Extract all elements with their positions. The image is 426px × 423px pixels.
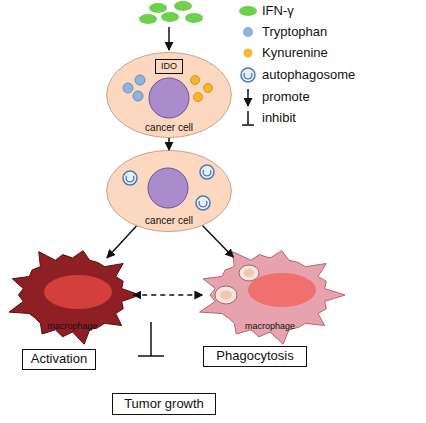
tryptophan-dot (135, 75, 145, 85)
ifn-gamma-molecule (149, 3, 167, 13)
legend-label: autophagosome (262, 67, 355, 83)
kynurenine-dot (191, 76, 200, 85)
ifn-gamma-molecule (161, 12, 179, 22)
cell-label: macrophage (195, 321, 345, 331)
phagosome (215, 286, 237, 304)
cell-membrane (107, 150, 232, 231)
box-label: Phagocytosis (216, 349, 293, 364)
legend-promote-sample (247, 89, 249, 106)
autophagosome (123, 171, 137, 185)
macrophage-cell: macrophage (5, 245, 140, 345)
legend-label: promote (262, 89, 310, 105)
interaction-arrow (133, 294, 202, 296)
legend-swatches (239, 6, 257, 58)
tryptophan-dot (133, 91, 143, 101)
box-label: IDO (161, 61, 177, 71)
promote-arrow (168, 138, 170, 150)
macrophage-nucleus (44, 275, 112, 309)
ifn-gamma-molecule (139, 14, 157, 24)
ifn-gamma-molecule (185, 13, 203, 23)
legend-label: Tryptophan (262, 24, 327, 40)
cancer-cell: cancer cell IDO (106, 52, 232, 138)
box-label: Activation (31, 352, 87, 367)
outcome-box: Activation (22, 349, 96, 370)
promote-arrow (203, 226, 234, 258)
cell-label: cancer cell (106, 122, 232, 134)
legend-swatch (244, 49, 253, 58)
inhibit-bar (138, 355, 164, 357)
autophagosome (196, 196, 210, 210)
ifn-gamma-cluster (139, 1, 203, 24)
phagosome (239, 265, 259, 281)
legend-autophagosome-sample (241, 68, 255, 82)
legend-label: inhibit (262, 110, 296, 126)
legend-inhibit-sample (247, 111, 249, 125)
inhibit-line (150, 322, 152, 356)
macrophage-nucleus (248, 273, 316, 307)
promote-arrow (168, 27, 170, 50)
cell-label: macrophage (5, 321, 140, 331)
kynurenine-dot (194, 93, 203, 102)
box-label: Tumor growth (124, 397, 204, 412)
legend-label: IFN-γ (262, 3, 294, 19)
macrophage-cell: macrophage (195, 245, 345, 345)
legend-inhibit-bar (242, 124, 254, 126)
engulfed-cell (220, 291, 232, 300)
cell-nucleus (148, 168, 188, 208)
autophagosome (200, 165, 214, 179)
engulfed-cell (244, 269, 255, 277)
legend-swatch (243, 27, 253, 37)
outcome-box: Tumor growth (112, 393, 216, 415)
enzyme-box: IDO (155, 59, 183, 74)
cell-label: cancer cell (106, 215, 232, 227)
kynurenine-dot (204, 84, 213, 93)
cell-nucleus (149, 78, 189, 118)
tryptophan-dot (123, 83, 133, 93)
promote-arrow (107, 226, 137, 258)
cell-membrane (107, 52, 232, 137)
outcome-box: Phagocytosis (203, 346, 307, 367)
legend-swatch (239, 6, 257, 16)
ifn-gamma-molecule (174, 1, 192, 11)
legend-label: Kynurenine (262, 45, 328, 61)
cancer-cell: cancer cell (106, 150, 232, 232)
